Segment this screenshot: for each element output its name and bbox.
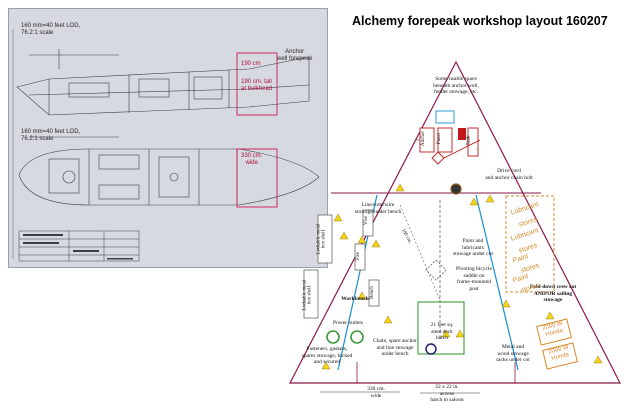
note-metal-wood: Metal and wood stowage racks under cot	[496, 344, 530, 363]
vise-2: Vise	[355, 252, 361, 261]
note-width-330: 330 cm. wide	[367, 386, 385, 399]
anchor-note: Anchor well forepeak	[277, 49, 313, 62]
blueprint-photo: 160 mm=40 feet LOD, 76.2:1 scale 160 mm=…	[8, 8, 328, 268]
tool-box-3: Tank	[466, 135, 472, 146]
note-top: Some usable space beneath anchor well, f…	[433, 76, 479, 95]
lockable-box-2: Lockable metal box shelf	[302, 279, 313, 311]
note-paint-lubricants: Paint and lubricants stowage under cot	[452, 238, 493, 257]
bicycle-pivot	[425, 259, 447, 281]
power-outlet-right	[350, 330, 364, 344]
dim-330: 330 cm. wide	[241, 153, 263, 166]
anchor-gear-cluster	[416, 110, 481, 165]
tool-box-1: Anchor	[421, 131, 426, 146]
note-drive-cord: Drive cord and anchor chain bolt	[485, 168, 533, 181]
note-fuel-deck: 21 feet sq. steel deck hatch	[430, 322, 454, 341]
note-workbench: Workbench	[341, 296, 369, 302]
lockable-box-1: Lockable metal box shelf	[316, 223, 327, 255]
tool-box-2: Panel	[437, 132, 443, 145]
bench-saw: Bench	[369, 286, 375, 299]
stores-rack	[505, 195, 555, 293]
anchor-chain-bolt	[450, 183, 462, 195]
deck-hatch	[417, 301, 465, 355]
diagram-title: Alchemy forepeak workshop layout 160207	[352, 14, 608, 28]
scale-note-top: 160 mm=40 feet LOD, 76.2:1 scale	[21, 23, 81, 36]
note-bicycle: Pivoting bicycle saddle on frame-mounted…	[456, 266, 492, 292]
warning-icon	[321, 183, 603, 370]
note-fold-down: Fold-down crew cot AND/OR sailing stowag…	[529, 284, 577, 303]
hatch-marker	[425, 343, 437, 355]
dim-190-tall: 190 cm. tall at bulkhead	[241, 79, 273, 92]
blue-divider-right	[475, 194, 519, 371]
note-fasteners: Fasteners, gaskets, spares stowage, lock…	[301, 346, 353, 365]
power-outlet-left	[326, 330, 340, 344]
blueprint-drawing	[9, 9, 327, 267]
note-chain: Chain, spare anchor and line stowage und…	[373, 338, 417, 357]
dim-190: 190 cm	[241, 61, 261, 67]
note-power-outlets: Power outlets	[332, 320, 364, 326]
vise-1: Vise	[363, 216, 369, 225]
note-hatch-size: 22 x 22 in. access hatch to saloon	[430, 384, 464, 403]
scale-note-bottom: 160 mm=40 feet LOD, 76.2:1 scale	[21, 129, 81, 142]
note-line-stowage: Line/rode/wire stowage under bench	[354, 202, 402, 215]
